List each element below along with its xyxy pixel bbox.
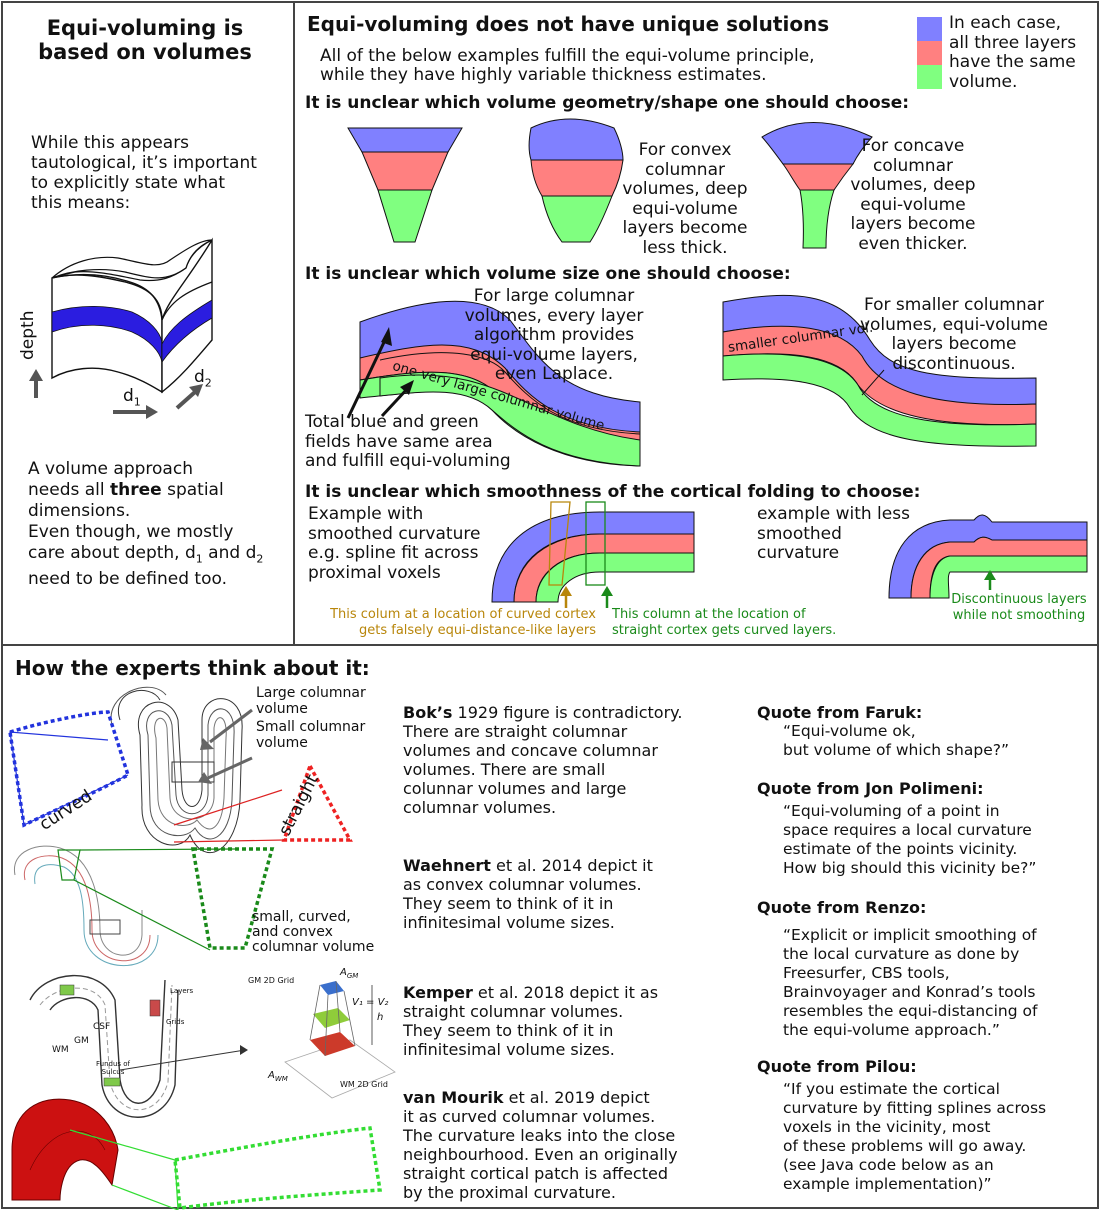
kemper-gm-label: GM — [74, 1036, 89, 1046]
convex-text: For convex columnar volumes, deep equi-v… — [622, 140, 748, 258]
kemper-gm-grid-label: GM 2D Grid — [248, 976, 295, 985]
waehnert-figure — [14, 845, 275, 967]
kemper-h-label: h — [377, 1012, 384, 1023]
quote-polimeni-text: “Equi-voluming of a point in space requi… — [783, 802, 1037, 877]
kemper-layers-label: Layers — [170, 987, 194, 995]
curved-column-outline — [548, 501, 571, 586]
straight-column-caption: This column at the location of straight … — [612, 607, 837, 638]
small-volume-text: For smaller columnar volumes, equi-volum… — [859, 295, 1049, 374]
bok-large-label: Large columnar volume — [256, 685, 366, 717]
kemper-fundus-label: Fundus of Sulcus — [96, 1060, 131, 1076]
section-shape-title: It is unclear which volume geometry/shap… — [305, 93, 910, 113]
convex-column-green — [541, 195, 613, 243]
area-arrow-1 — [346, 335, 389, 419]
shape-diagrams — [346, 118, 1088, 608]
bok-small-label: Small columnar volume — [256, 719, 366, 751]
unsmoothed-green — [929, 555, 1088, 599]
quote-pilou-title: Quote from Pilou: — [757, 1057, 917, 1076]
legend-blue-swatch — [917, 17, 942, 41]
discontinuous-caption: Discontinuous layers while not smoothing — [951, 592, 1087, 623]
section-size-title: It is unclear which volume size one shou… — [305, 264, 791, 284]
large-volume-text: For large columnar volumes, every layer … — [464, 286, 644, 384]
concave-column-green — [799, 189, 835, 249]
bottom-panel-frame — [1, 644, 1099, 1209]
kemper-agm-label: AGM — [340, 967, 359, 980]
waehnert-label: small, curved, and convex columnar volum… — [252, 909, 375, 955]
d2-arrow — [175, 390, 197, 410]
section-smooth-title: It is unclear which smoothness of the co… — [305, 482, 921, 502]
ref-kemper: Kemper et al. 2018 depict it as straight… — [403, 983, 659, 1059]
kemper-wm-label: WM — [52, 1045, 69, 1055]
vanmourik-figure — [11, 1098, 383, 1210]
right-panel-intro: All of the below examples fulfill the eq… — [320, 46, 815, 85]
bok-figure — [8, 686, 353, 854]
kemper-grids-label: Grids — [166, 1018, 185, 1026]
less-smoothed-text: example with less smoothed curvature — [757, 504, 910, 563]
volume-3d-diagram — [29, 237, 213, 419]
straight-column-outline — [585, 501, 606, 586]
quote-faruk-title: Quote from Faruk: — [757, 703, 923, 722]
straight-column-green — [377, 189, 433, 243]
ref-bok: Bok’s 1929 figure is contradictory. Ther… — [403, 703, 683, 817]
left-panel-title: Equi-voluming is based on volumes — [38, 16, 252, 64]
quote-polimeni-title: Quote from Jon Polimeni: — [757, 779, 984, 798]
quote-renzo-text: “Explicit or implicit smoothing of the l… — [783, 926, 1038, 1039]
ref-vanmourik: van Mourik et al. 2019 depict it as curv… — [403, 1088, 678, 1202]
concave-text: For concave columnar volumes, deep equi-… — [850, 136, 976, 254]
smoothed-green — [535, 552, 695, 603]
expert-figures — [8, 686, 396, 1210]
ref-waehnert: Waehnert et al. 2014 depict it as convex… — [403, 856, 653, 932]
unsmoothed-red — [910, 536, 1088, 599]
concave-column-blue — [761, 122, 873, 165]
kemper-csf-label: CSF — [93, 1022, 111, 1032]
kemper-awm-label: AWM — [268, 1070, 288, 1083]
d2-label: d2 — [194, 367, 212, 390]
smoothed-text: Example with smoothed curvature e.g. spl… — [308, 504, 481, 583]
convex-column-blue — [528, 118, 624, 161]
small-band-red — [722, 325, 1037, 426]
kemper-figure — [29, 974, 396, 1118]
area-text: Total blue and green fields have same ar… — [305, 412, 511, 471]
kemper-wm-grid-label: WM 2D Grid — [340, 1080, 388, 1089]
left-panel-intro: While this appears tautological, it’s im… — [31, 133, 257, 213]
small-band-green — [722, 353, 1037, 447]
quote-renzo-title: Quote from Renzo: — [757, 898, 927, 917]
quote-pilou-text: “If you estimate the cortical curvature … — [783, 1080, 1047, 1193]
quote-faruk-text: “Equi-volume ok, but volume of which sha… — [783, 722, 1009, 759]
bottom-panel-title: How the experts think about it: — [15, 656, 370, 680]
right-panel-title: Equi-voluming does not have unique solut… — [307, 12, 830, 36]
d1-label: d1 — [123, 386, 141, 409]
left-panel-volume-text: A volume approach needs all three spatia… — [28, 459, 264, 590]
area-arrow-2 — [380, 386, 410, 418]
kemper-v-equal-label: V₁ = V₂ — [352, 997, 389, 1008]
curved-column-caption: This colum at a location of curved corte… — [330, 607, 596, 638]
legend-text: In each case, all three layers have the … — [949, 13, 1077, 92]
legend-green-swatch — [917, 65, 942, 89]
legend-red-swatch — [917, 41, 942, 65]
